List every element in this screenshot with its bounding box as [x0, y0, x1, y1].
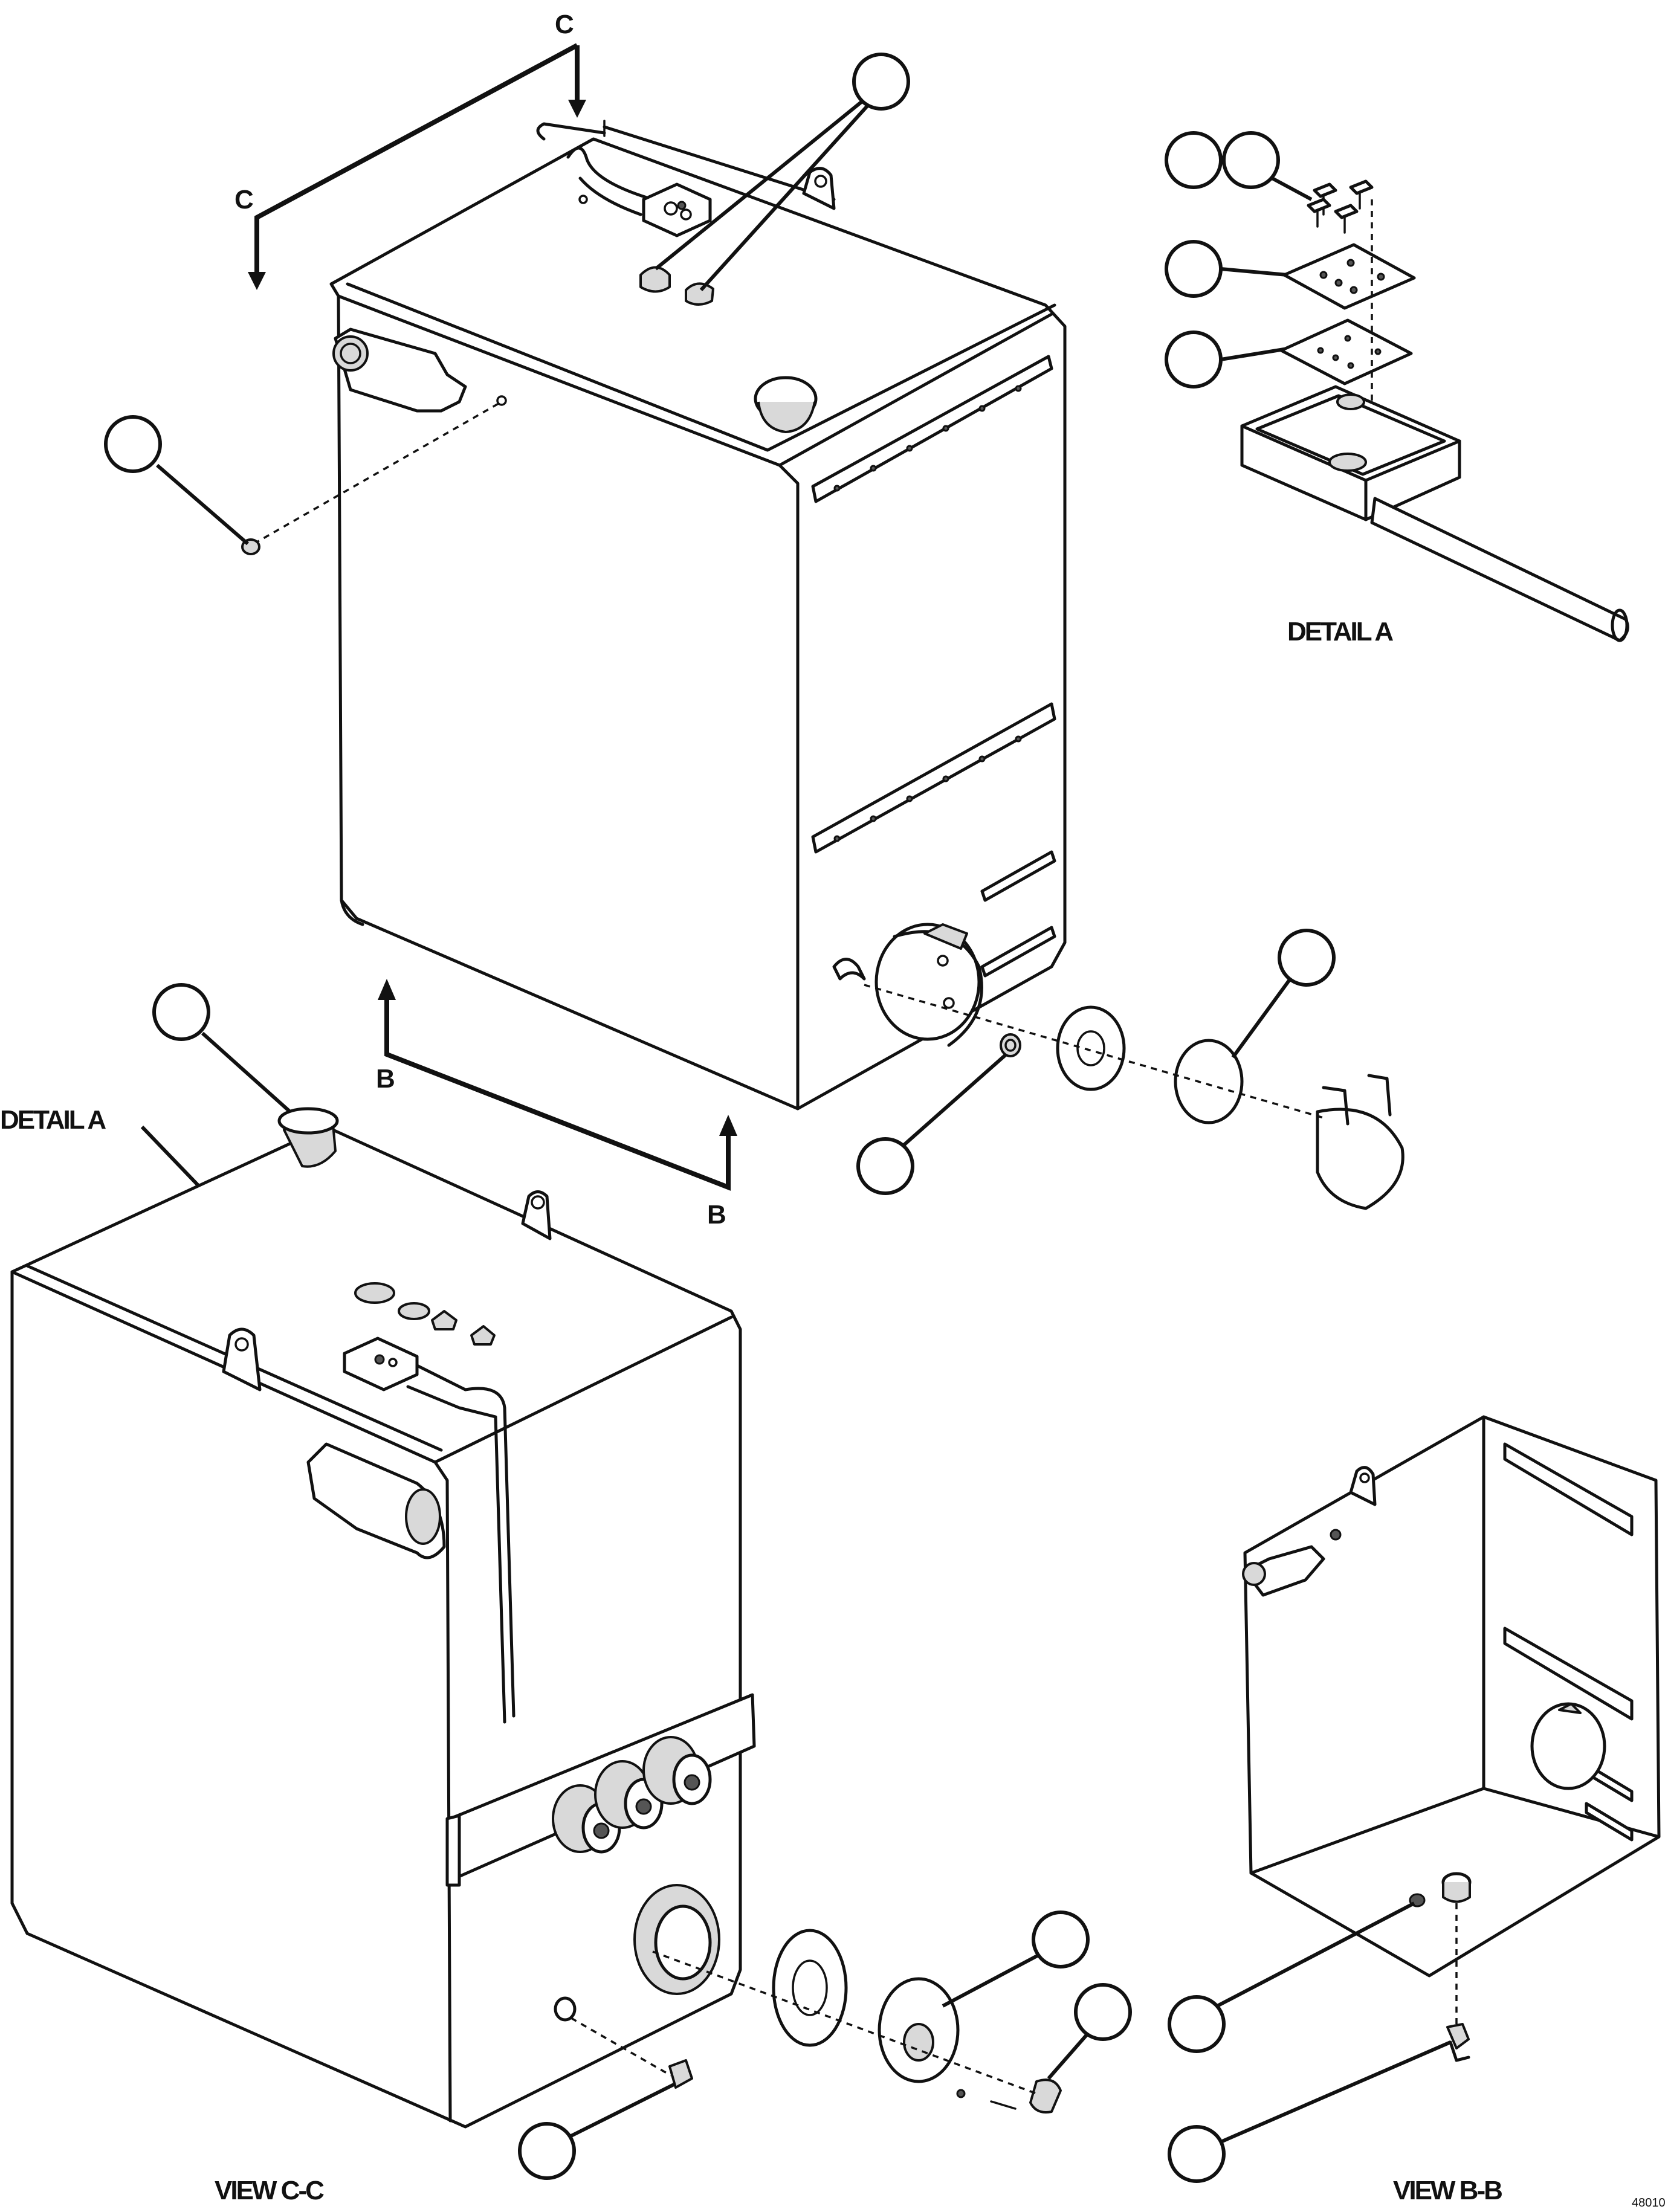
section-label-b-left: B: [376, 1064, 395, 1094]
view-cc: DETAIL A: [0, 983, 1132, 2205]
section-label-b-right: B: [707, 1200, 726, 1230]
callout-balloon: [852, 53, 910, 111]
sheet-reference: 48010: [1632, 2196, 1666, 2210]
section-arrow-b: B B: [376, 979, 737, 1230]
section-arrow-c: C C: [234, 10, 586, 290]
callout-balloon: [518, 2122, 576, 2180]
callout-balloon: [1168, 1995, 1226, 2053]
callout-balloon: [152, 983, 210, 1041]
callout-balloon: [1168, 2125, 1226, 2183]
ports: [552, 1736, 712, 1854]
caption-detail-a-left: DETAIL A: [0, 1105, 106, 1135]
callout-balloon: [104, 415, 162, 473]
callout-balloon: [1165, 331, 1223, 389]
callout-balloon: [1222, 131, 1280, 189]
caption-view-bb: VIEW B-B: [1393, 2176, 1502, 2205]
caption-view-cc: VIEW C-C: [215, 2176, 324, 2205]
rail-holes: [833, 385, 1022, 842]
section-label-c-top: C: [555, 10, 574, 39]
caption-detail-a-right: DETAIL A: [1287, 617, 1393, 647]
callout-balloons-main: [104, 53, 1336, 1195]
detail-a-view: DETAIL A: [1165, 131, 1629, 647]
callout-balloon: [1165, 131, 1223, 189]
section-label-c-left: C: [234, 185, 254, 214]
callout-balloon: [856, 1137, 914, 1195]
view-bb: VIEW B-B 48010: [1168, 1415, 1666, 2210]
callout-balloon: [1074, 1983, 1132, 2041]
callout-balloon: [1032, 1911, 1090, 1969]
main-tank-view: [241, 120, 1405, 1210]
callout-balloon: [1278, 929, 1336, 987]
screws: [1307, 179, 1374, 234]
callout-balloon: [1165, 240, 1223, 298]
